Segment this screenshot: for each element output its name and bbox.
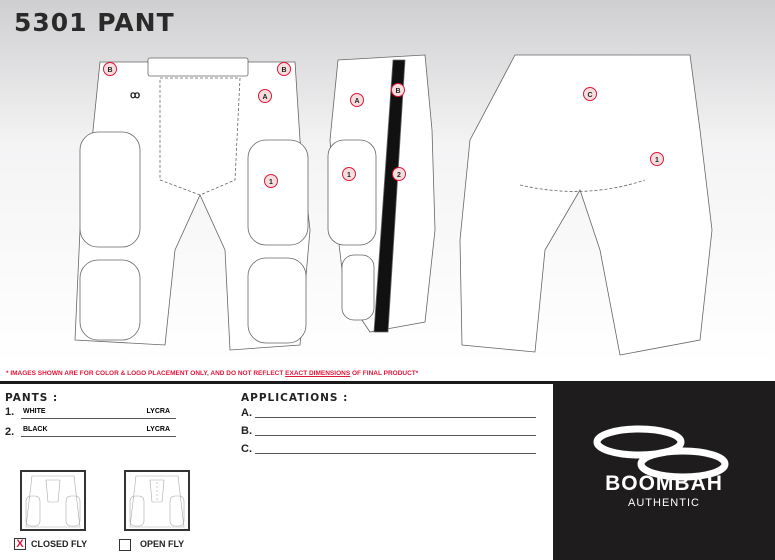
disclaimer: * IMAGES SHOWN ARE FOR COLOR & LOGO PLAC…	[6, 370, 419, 377]
callout-1-label: 1	[347, 172, 351, 179]
open-fly-thumbnail	[124, 470, 190, 531]
side-view	[327, 54, 436, 333]
callout-c-label: C	[587, 92, 592, 99]
callout-2-label: 2	[397, 172, 401, 179]
application-label: B.	[241, 425, 252, 437]
callout-b-label: B	[395, 88, 400, 95]
open-fly-label: OPEN FLY	[140, 539, 185, 549]
callout-b	[103, 62, 405, 97]
open-fly-checkbox[interactable]	[119, 539, 131, 551]
pants-heading: PANTS :	[5, 392, 59, 404]
brand-panel: BOOMBAH AUTHENTIC	[553, 382, 775, 560]
pants-num: 1.	[5, 406, 15, 418]
closed-fly-checkbox[interactable]: X	[14, 538, 26, 550]
divider	[0, 381, 775, 384]
brand-name: BOOMBAH	[605, 472, 723, 495]
callout-1-label: 1	[655, 157, 659, 164]
brand-subtitle: AUTHENTIC	[628, 497, 700, 509]
front-view: ꝏ	[74, 57, 311, 351]
pant-diagrams: ꝏ B B B A A 1 1 2 C 1	[74, 54, 713, 356]
application-a-field[interactable]	[255, 404, 536, 418]
back-view	[459, 54, 713, 356]
page-title: 5301 PANT	[14, 8, 175, 37]
applications-heading: APPLICATIONS :	[241, 392, 349, 404]
closed-fly-thumbnail	[20, 470, 86, 531]
closed-fly-label: CLOSED FLY	[31, 539, 88, 549]
callout-b-label: B	[107, 67, 112, 74]
callout-a-label: A	[262, 94, 267, 101]
boombah-logo-icon	[593, 425, 729, 481]
application-c-field[interactable]	[255, 440, 536, 454]
callout-b-label: B	[281, 67, 286, 74]
application-label: C.	[241, 443, 252, 455]
callout-a-label: A	[354, 98, 359, 105]
pants-num: 2.	[5, 426, 15, 438]
application-label: A.	[241, 407, 252, 419]
application-b-field[interactable]	[255, 422, 536, 436]
logo-mark: ꝏ	[130, 90, 140, 101]
callout-1-label: 1	[269, 179, 273, 186]
